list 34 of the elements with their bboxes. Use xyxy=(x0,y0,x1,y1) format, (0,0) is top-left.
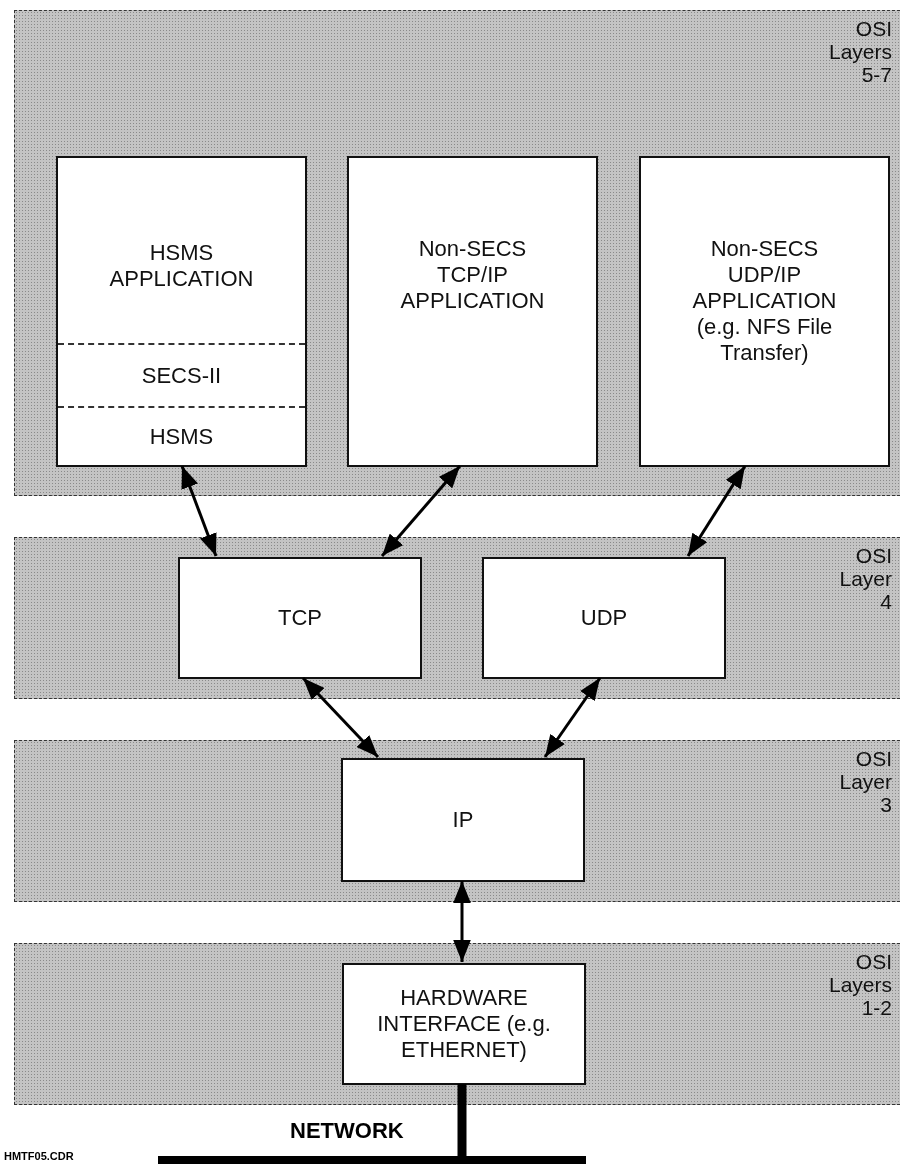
double-arrow xyxy=(543,677,602,758)
box-label: IP xyxy=(452,807,474,833)
protocol-box xyxy=(342,963,586,1085)
protocol-box xyxy=(347,156,598,467)
box-label: HSMS APPLICATION xyxy=(108,239,255,292)
box-label: Non-SECS UDP/IP APPLICATION (e.g. NFS File Transfer) xyxy=(691,236,838,366)
protocol-box xyxy=(178,557,422,679)
layer-label: OSI Layers 1-2 xyxy=(827,950,892,1019)
box-label: HSMS xyxy=(149,423,214,450)
connector-line xyxy=(457,1084,467,1156)
box-label: HARDWARE INTERFACE (e.g. ETHERNET) xyxy=(376,985,552,1063)
file-name-note: HMTF05.CDR xyxy=(4,1150,74,1162)
layer-band xyxy=(14,943,900,1105)
protocol-box xyxy=(56,156,307,467)
double-arrow xyxy=(380,465,462,557)
box-label: Non-SECS TCP/IP APPLICATION xyxy=(399,236,546,314)
box-label: TCP xyxy=(278,605,322,631)
protocol-box xyxy=(482,557,726,679)
layer-label: OSI Layers 5-7 xyxy=(827,17,892,86)
layer-band xyxy=(14,10,900,496)
layer-label: OSI Layer 4 xyxy=(838,544,892,613)
layer-band xyxy=(14,537,900,699)
double-arrow xyxy=(180,465,218,557)
protocol-box xyxy=(341,758,585,882)
layer-band xyxy=(14,740,900,902)
double-arrow xyxy=(453,881,471,962)
box-label: SECS-II xyxy=(141,362,222,389)
layer-label: OSI Layer 3 xyxy=(838,747,892,816)
protocol-box xyxy=(639,156,890,467)
double-arrow xyxy=(686,465,747,557)
network-label: NETWORK xyxy=(290,1118,404,1144)
network-bar xyxy=(158,1156,586,1164)
double-arrow xyxy=(301,676,380,759)
box-label: UDP xyxy=(580,605,628,631)
